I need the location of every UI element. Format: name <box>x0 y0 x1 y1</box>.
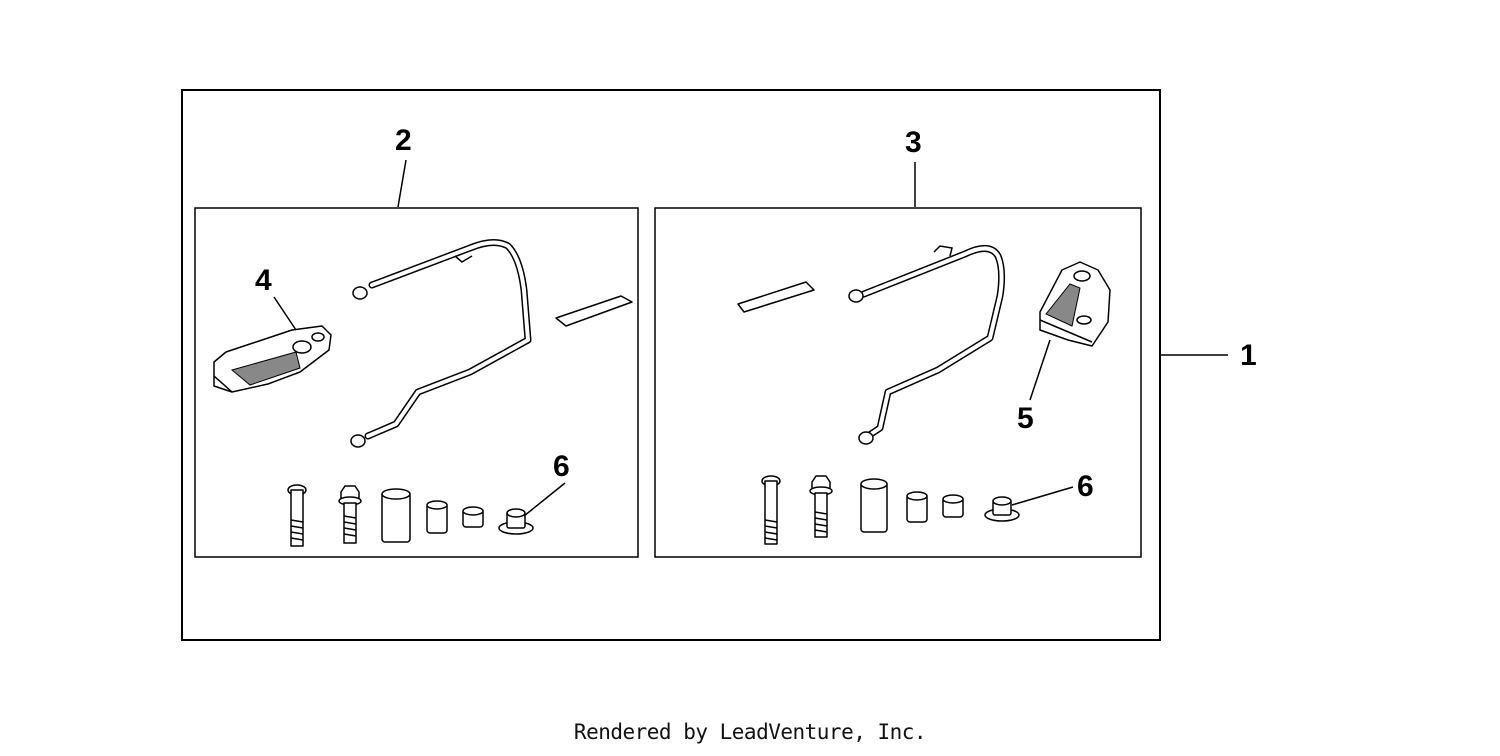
leader-line-6-right <box>1011 486 1074 506</box>
left-subkit-frame <box>194 207 639 558</box>
bracket-part-5[interactable] <box>1039 261 1111 347</box>
grab-bar-left[interactable] <box>350 239 532 448</box>
hardware-row-right[interactable] <box>761 475 1020 545</box>
flange-nut-right <box>984 496 1020 522</box>
bolt-flange-left <box>338 485 362 544</box>
leader-line-4 <box>273 296 297 331</box>
callout-3[interactable]: 3 <box>905 126 922 159</box>
callout-6-right[interactable]: 6 <box>1077 470 1094 503</box>
grab-bar-right[interactable] <box>848 245 1006 445</box>
spacer-large-left <box>381 488 411 543</box>
hardware-row-left[interactable] <box>287 484 534 547</box>
callout-5[interactable]: 5 <box>1017 402 1034 435</box>
spacer-medium-left <box>426 500 448 534</box>
bolt-flange-right <box>809 475 833 538</box>
right-subkit-frame <box>654 207 1142 558</box>
bracket-part-4[interactable] <box>213 325 332 393</box>
spacer-small-left <box>462 506 484 528</box>
leader-line-2 <box>397 159 407 208</box>
spacer-large-right <box>860 478 888 533</box>
leader-line-5 <box>1029 339 1051 401</box>
bolt-long-right <box>761 475 781 545</box>
spacer-small-right <box>942 494 964 518</box>
callout-4[interactable]: 4 <box>255 264 272 297</box>
spacer-medium-right <box>906 491 928 523</box>
flange-nut-left <box>498 508 534 535</box>
decal-strip-left <box>555 295 633 327</box>
callout-2[interactable]: 2 <box>395 124 412 157</box>
leader-line-6-left <box>523 482 566 517</box>
decal-strip-right <box>737 281 815 313</box>
footer-credit: Rendered by LeadVenture, Inc. <box>573 720 927 744</box>
bolt-long-left <box>287 484 307 547</box>
kit-outer-frame <box>181 89 1161 641</box>
callout-1[interactable]: 1 <box>1240 339 1257 372</box>
callout-6-left[interactable]: 6 <box>553 450 570 483</box>
